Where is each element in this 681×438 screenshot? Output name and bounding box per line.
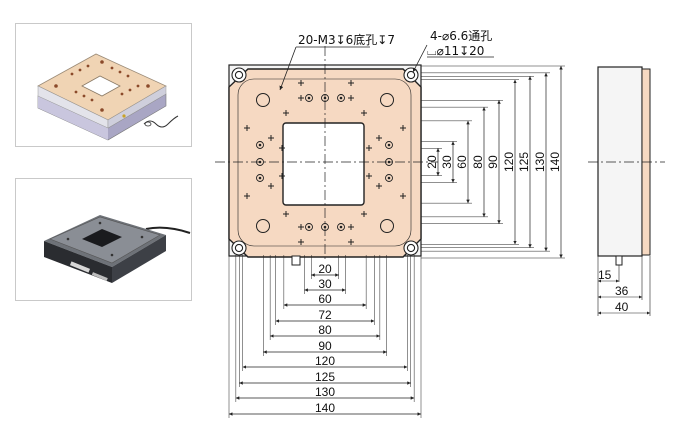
side-dim-15: 15 [598,268,612,282]
side-dim-36: 36 [615,284,629,298]
h-dim-label-120: 120 [315,354,335,368]
h-dim-label-30: 30 [318,277,332,291]
connector-stub [291,255,301,266]
h-dim-label-72: 72 [318,308,332,322]
h-dim-label-80: 80 [318,323,332,337]
product-photo-thumbnail[interactable] [15,178,192,301]
cross-marks [244,80,406,245]
v-dim-label-20: 20 [425,155,439,169]
h-dim-label-125: 125 [315,370,335,384]
vertical-dimensions [421,65,565,259]
v-dim-label-125: 125 [517,152,531,172]
v-dim-label-140: 140 [548,152,562,172]
v-dim-label-130: 130 [533,152,547,172]
stage-render-icon [37,53,179,141]
h-dim-label-20: 20 [318,262,332,276]
corner-through-holes [231,67,419,256]
center-aperture [282,122,365,206]
v-dim-label-80: 80 [471,155,485,169]
through-holes-callout: 4-⌀6.6通孔 [430,29,492,43]
isometric-render-thumbnail[interactable] [15,23,192,147]
mount-holes [256,93,394,233]
side-connector [615,255,623,266]
front-view [215,46,438,266]
h-dim-label-130: 130 [315,385,335,399]
tapped-holes-callout: 20-M3↧6底孔↧7 [298,32,395,47]
v-dim-label-120: 120 [502,152,516,172]
v-dim-label-30: 30 [440,155,454,169]
v-dim-label-90: 90 [486,155,500,169]
horizontal-dimensions [228,255,422,418]
side-body [597,66,643,257]
h-dim-label-60: 60 [318,292,332,306]
centerlines [215,46,438,260]
side-view [588,66,665,316]
h-dim-label-140: 140 [315,401,335,415]
side-dim-40: 40 [615,300,629,314]
callout-leaders [279,44,494,91]
v-dim-label-60: 60 [455,155,469,169]
h-dim-label-90: 90 [318,339,332,353]
stage-photo-icon [44,215,191,283]
counterbore-callout: ⌴⌀11↧20 [427,44,484,58]
